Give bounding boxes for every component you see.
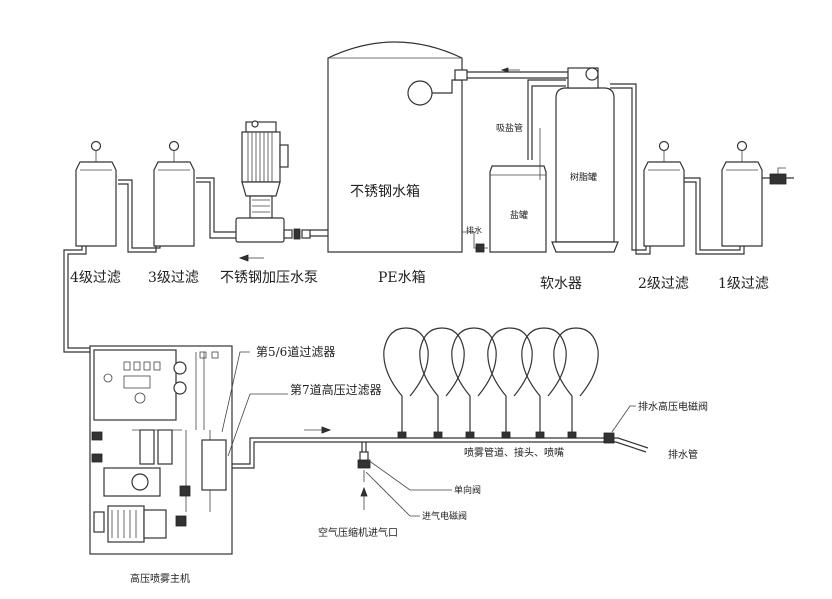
label-tank-inner: 不锈钢水箱 [350,184,420,200]
label-salt-tank: 盐罐 [510,209,528,221]
label-spray-line: 喷雾管道、接头、喷嘴 [464,446,564,459]
label-drain-small: 排水 [466,225,482,235]
pe-water-tank [327,41,488,253]
filter-1 [721,140,794,247]
pressure-gauge-icon [173,361,187,375]
label-check-valve: 单向阀 [454,484,481,496]
pressure-gauge-icon [736,140,748,152]
label-air-inlet: 空气压缩机进气口 [318,526,398,539]
label-host: 高压喷雾主机 [130,572,190,585]
label-filter7: 第7道高压过滤器 [290,382,382,397]
label-pump: 不锈钢加压水泵 [220,270,318,286]
label-tank: PE水箱 [378,270,426,286]
label-softener: 软水器 [540,276,582,292]
label-drain-valve: 排水高压电磁阀 [638,400,708,413]
label-drain-pipe: 排水管 [668,448,698,461]
filter-3 [153,140,195,247]
pressure-gauge-icon [658,140,670,152]
label-filter4: 4级过滤 [70,270,121,286]
filter-4 [75,140,117,247]
pressure-gauge-icon [168,140,180,152]
label-filter1: 1级过滤 [718,276,769,292]
pressure-gauge-icon [90,140,102,152]
label-filter2: 2级过滤 [638,276,689,292]
label-resin-tank: 树脂罐 [570,171,597,183]
label-filter3: 3级过滤 [148,270,199,286]
main-unit [89,345,233,555]
label-suction-pipe: 吸盐管 [496,122,523,134]
label-filter56: 第5/6道过滤器 [256,345,335,359]
stainless-pump [235,120,311,243]
label-air-valve: 进气电磁阀 [422,510,467,522]
pressure-gauge-icon [173,381,187,395]
float-ball-icon [407,80,433,106]
spray-nozzles [383,327,599,439]
upper-pipes [63,67,745,353]
softener [489,67,619,253]
filter-2 [643,140,685,247]
spray-line [232,405,649,517]
